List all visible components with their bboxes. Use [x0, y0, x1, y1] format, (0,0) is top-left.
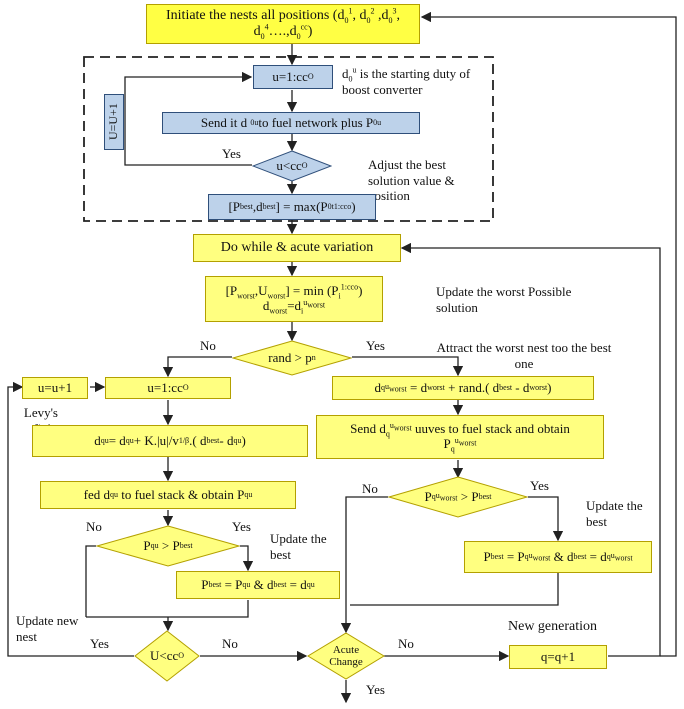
send-worst-node: Send dquworst uuves to fuel stack and ob…	[316, 415, 604, 459]
rand-diamond	[232, 340, 352, 376]
yes-label-bottom: Yes	[90, 636, 109, 651]
pq-left-diamond	[96, 525, 240, 567]
new-generation-note: New generation	[508, 619, 598, 634]
update-worst-note: Update the worst Possible solution	[436, 284, 572, 315]
no-label-pq-right: No	[362, 481, 378, 496]
update-worst-node: [Pworst,Uworst] = min (Pi1:cco) dworst=d…	[205, 276, 383, 322]
acute-change-diamond-text: Acute Change	[329, 643, 363, 668]
attract-note: Attract the worst nest too the best one	[436, 340, 612, 371]
u-increment-node: u=u+1	[22, 377, 88, 399]
acute-change-diamond	[307, 632, 385, 680]
no-label-pq-left: No	[86, 519, 102, 534]
side-u-increment-node: U=U+1	[104, 94, 124, 150]
q-increment-node: q=q+1	[509, 645, 607, 669]
update-best-note-1: Update the best	[270, 531, 327, 562]
yes-label-pq-right: Yes	[530, 478, 549, 493]
yes-label-acute: Yes	[366, 682, 385, 697]
no-label-rand: No	[200, 338, 216, 353]
yes-label-pq-left: Yes	[232, 519, 251, 534]
do-while-node: Do while & acute variation	[193, 234, 401, 262]
u-lt-cc-diamond	[252, 150, 332, 182]
update-nest-note: Update new nest	[16, 613, 79, 644]
no-label-bottom: No	[222, 636, 238, 651]
pq-right-diamond	[388, 476, 528, 518]
u-lt-cc-bottom-diamond	[134, 630, 200, 682]
d0-note: d0u is the starting duty of boost conver…	[342, 65, 471, 97]
update-best-note-2: Update the best	[586, 498, 643, 529]
yes-label-top: Yes	[222, 146, 241, 161]
initialize-nests-node: Initiate the nests all positions (d01, d…	[146, 4, 420, 44]
no-label-acute: No	[398, 636, 414, 651]
adjust-best-note: Adjust the best solution value & positio…	[368, 157, 455, 204]
yes-label-rand: Yes	[366, 338, 385, 353]
